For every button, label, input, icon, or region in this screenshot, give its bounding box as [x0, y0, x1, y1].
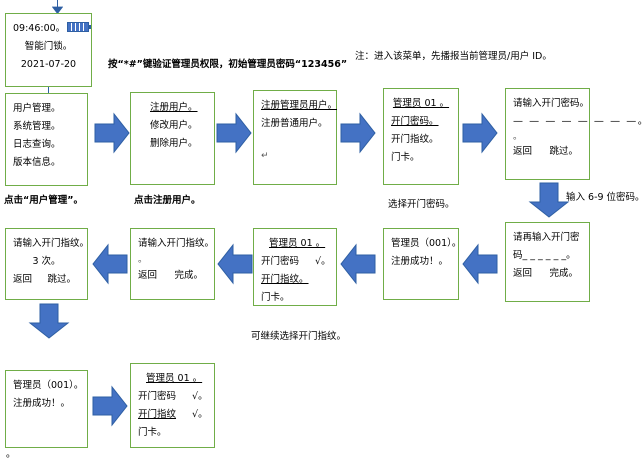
- enter-fingerprint-3times-buttons: 返回 跳过。: [13, 271, 80, 289]
- register-type-item-0[interactable]: 注册管理员用户。: [261, 100, 338, 111]
- enter-fingerprint-done-prompt: 请输入开门指纹。: [138, 238, 215, 249]
- enter-fingerprint-3times-prompt: 请输入开门指纹。: [13, 238, 90, 249]
- standby-device: 智能门锁。: [24, 41, 73, 52]
- note-star-hash: 按“*#”键验证管理员权限，初始管理员密码“123456”: [108, 59, 348, 70]
- trailing-mark: 。: [6, 449, 16, 460]
- battery-icon: [67, 22, 92, 32]
- confirm-password-prompt-2[interactable]: 码_ _ _ _ _ _。: [513, 250, 576, 261]
- register-type-item-1[interactable]: 注册普通用户。: [261, 118, 328, 129]
- enter-password-field[interactable]: — — — — — — — —。: [513, 116, 643, 127]
- confirm-password-done-button[interactable]: 完成。: [549, 268, 578, 279]
- check-icon-password-final: √。: [192, 391, 208, 402]
- register-type-pilcrow: ↵: [261, 151, 269, 161]
- connector-top-vertical: [57, 0, 58, 12]
- user-menu-item-0[interactable]: 注册用户。: [150, 102, 198, 113]
- standby-time-row: 09:46:00。: [13, 20, 92, 38]
- check-icon-password: √。: [315, 256, 331, 267]
- confirm-password-prompt-1: 请再输入开门密: [513, 232, 580, 243]
- caption-click-register-user: 点击注册用户。: [134, 195, 201, 206]
- arrow-right-1: [94, 112, 130, 154]
- enter-fingerprint-done-back-button[interactable]: 返回: [138, 270, 158, 281]
- standby-time: 09:46:00。: [13, 23, 66, 34]
- arrow-down-2: [28, 303, 70, 339]
- enter-fingerprint-done-blank: 。: [138, 255, 148, 265]
- screen-confirm-password[interactable]: 请再输入开门密 码_ _ _ _ _ _。 返回 完成。: [505, 222, 590, 302]
- register-success-1-line-2: 注册成功！。: [391, 256, 449, 267]
- main-menu-item-2[interactable]: 日志查询。: [13, 139, 61, 150]
- admin01-pwd-done-title: 管理员 01 。: [269, 238, 326, 249]
- arrow-right-5: [92, 385, 128, 427]
- arrow-down-1: [528, 182, 570, 218]
- enter-password-blank: 。: [513, 132, 523, 142]
- user-menu-item-1[interactable]: 修改用户。: [150, 120, 198, 131]
- screen-enter-fingerprint-done[interactable]: 请输入开门指纹。 。 返回 完成。: [130, 228, 215, 300]
- check-icon-fingerprint-final: √。: [192, 409, 208, 420]
- note-menu-id: 注：进入该菜单，先播报当前管理员/用户 ID。: [355, 51, 552, 62]
- admin01-item-door-card[interactable]: 门卡。: [391, 152, 420, 163]
- screen-main-menu[interactable]: 用户管理。 系统管理。 日志查询。 版本信息。: [5, 93, 88, 186]
- arrow-right-2: [216, 112, 252, 154]
- register-success-1-line-1: 管理员（001）。: [391, 238, 462, 249]
- admin01-pwd-done-item-password[interactable]: 开门密码√。: [261, 253, 331, 271]
- main-menu-item-3[interactable]: 版本信息。: [13, 157, 61, 168]
- admin01-pwd-done-item-card[interactable]: 门卡。: [261, 292, 290, 303]
- enter-password-prompt: 请输入开门密码。: [513, 98, 590, 109]
- screen-register-success-1[interactable]: 管理员（001）。 注册成功！。: [383, 228, 462, 300]
- main-menu-item-1[interactable]: 系统管理。: [13, 121, 61, 132]
- caption-enter-6-9-digits: 输入 6-9 位密码。: [566, 192, 643, 203]
- enter-password-buttons: 返回 跳过。: [513, 143, 582, 161]
- caption-continue-fingerprint: 可继续选择开门指纹。: [251, 331, 347, 342]
- confirm-password-buttons: 返回 完成。: [513, 265, 582, 283]
- admin01-final-item-password[interactable]: 开门密码√。: [138, 388, 208, 406]
- arrow-left-3: [217, 243, 253, 285]
- enter-password-skip-button[interactable]: 跳过。: [549, 146, 578, 157]
- screen-user-menu[interactable]: 注册用户。 修改用户。 删除用户。: [130, 92, 215, 185]
- screen-admin01-methods[interactable]: 管理员 01 。 开门密码。 开门指纹。 门卡。: [383, 88, 459, 185]
- screen-register-success-2[interactable]: 管理员（001）。 注册成功！。: [5, 370, 88, 448]
- arrow-right-4: [462, 112, 498, 154]
- arrow-right-3: [340, 112, 376, 154]
- arrow-left-1: [462, 243, 498, 285]
- admin01-pwd-done-item-fingerprint[interactable]: 开门指纹。: [261, 274, 309, 285]
- connector-standby-to-mainmenu: [48, 87, 49, 93]
- enter-fingerprint-3times-skip-button[interactable]: 跳过。: [47, 274, 76, 285]
- admin01-item-door-fingerprint[interactable]: 开门指纹。: [391, 134, 439, 145]
- screen-register-type[interactable]: 注册管理员用户。 注册普通用户。 ↵: [253, 90, 337, 185]
- enter-fingerprint-3times-count: 3 次。: [32, 256, 61, 267]
- enter-password-back-button[interactable]: 返回: [513, 146, 533, 157]
- arrow-down-thin-top: [52, 6, 63, 14]
- admin01-final-item-fingerprint[interactable]: 开门指纹√。: [138, 406, 208, 424]
- screen-admin01-methods-final[interactable]: 管理员 01 。 开门密码√。 开门指纹√。 门卡。: [130, 363, 215, 448]
- admin01-title: 管理员 01 。: [392, 98, 450, 109]
- enter-fingerprint-done-done-button[interactable]: 完成。: [174, 270, 203, 281]
- user-menu-item-2[interactable]: 删除用户。: [150, 138, 198, 149]
- arrow-left-4: [92, 243, 128, 285]
- caption-click-user-management: 点击“用户管理”。: [4, 195, 83, 206]
- screen-enter-password[interactable]: 请输入开门密码。 — — — — — — — —。 。 返回 跳过。: [505, 88, 643, 180]
- arrow-left-2: [340, 243, 376, 285]
- screen-admin01-methods-password-done[interactable]: 管理员 01 。 开门密码√。 开门指纹。 门卡。: [253, 228, 337, 306]
- caption-choose-door-password: 选择开门密码。: [388, 199, 455, 210]
- enter-fingerprint-3times-back-button[interactable]: 返回: [13, 274, 33, 285]
- screen-enter-fingerprint-3times[interactable]: 请输入开门指纹。 3 次。 返回 跳过。: [5, 228, 90, 300]
- confirm-password-back-button[interactable]: 返回: [513, 268, 533, 279]
- register-success-2-line-1: 管理员（001）。: [13, 380, 84, 391]
- enter-fingerprint-done-buttons: 返回 完成。: [138, 267, 207, 285]
- main-menu-item-0[interactable]: 用户管理。: [13, 103, 61, 114]
- register-success-2-line-2: 注册成功！。: [13, 398, 71, 409]
- admin01-final-item-card[interactable]: 门卡。: [138, 427, 167, 438]
- standby-date: 2021-07-20: [20, 59, 77, 70]
- screen-standby[interactable]: 09:46:00。 智能门锁。 2021-07-20: [5, 13, 92, 87]
- admin01-final-title: 管理员 01 。: [146, 373, 203, 384]
- admin01-item-door-password[interactable]: 开门密码。: [391, 116, 439, 127]
